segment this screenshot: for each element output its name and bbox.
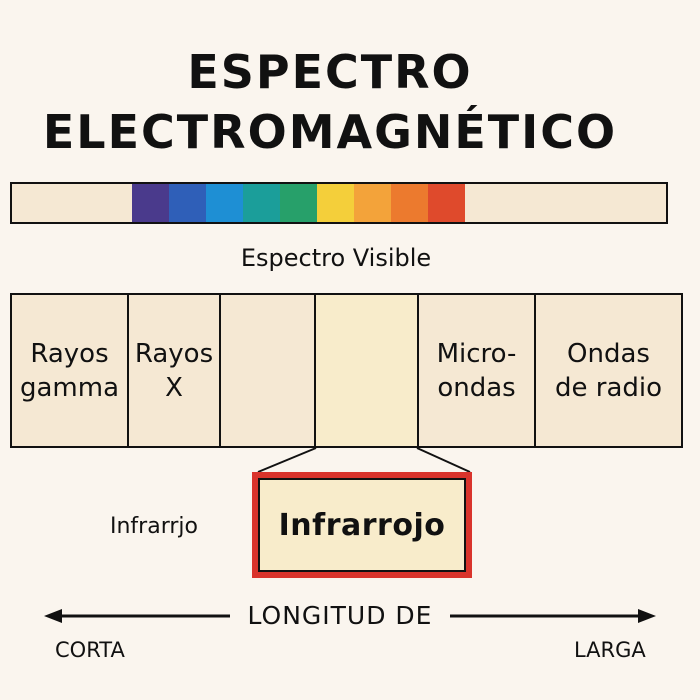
infrared-side-label: Infrarrjo [110, 514, 198, 539]
diagram-title: ESPECTRO ELECTROMAGNÉTICO [0, 42, 660, 162]
band-radio-waves: Ondas de radio [536, 295, 681, 446]
visible-color-swatch-3 [206, 184, 243, 222]
visible-color-swatch-2 [169, 184, 206, 222]
visible-color-swatch-1 [132, 184, 169, 222]
visible-spectrum-label: Espectro Visible [240, 244, 432, 272]
axis-left-label: CORTA [55, 638, 125, 662]
spectrum-bands: Rayos gamma Rayos X Micro- ondas Ondas d… [10, 293, 683, 448]
visible-color-swatch-6 [317, 184, 354, 222]
connector-right-line [416, 447, 471, 473]
visible-color-swatch-9 [428, 184, 465, 222]
axis-label: LONGITUD DE [230, 600, 450, 632]
visible-color-swatch-4 [243, 184, 280, 222]
axis-arrow-right-icon [638, 609, 656, 623]
axis-right-label: LARGA [574, 638, 646, 662]
title-line-1: ESPECTRO [187, 45, 473, 99]
infrared-callout: Infrarrojo [252, 472, 472, 578]
title-line-2: ELECTROMAGNÉTICO [42, 105, 618, 159]
visible-color-swatch-7 [354, 184, 391, 222]
band-x-rays: Rayos X [129, 295, 221, 446]
band-radio-waves-label: Ondas de radio [554, 338, 663, 403]
band-microwaves-label: Micro- ondas [436, 338, 517, 403]
infrared-callout-label: Infrarrojo [258, 478, 466, 572]
visible-color-strip [132, 184, 465, 222]
band-gamma-rays: Rayos gamma [12, 295, 129, 446]
visible-spectrum-bar [10, 182, 668, 224]
band-ultraviolet-empty [221, 295, 316, 446]
band-x-rays-label: Rayos X [134, 338, 214, 403]
connector-left-line [257, 447, 317, 473]
visible-color-swatch-8 [391, 184, 428, 222]
band-infrared [316, 295, 419, 446]
band-microwaves: Micro- ondas [419, 295, 536, 446]
axis-arrow-left-icon [44, 609, 62, 623]
band-gamma-rays-label: Rayos gamma [19, 338, 120, 403]
visible-color-swatch-5 [280, 184, 317, 222]
